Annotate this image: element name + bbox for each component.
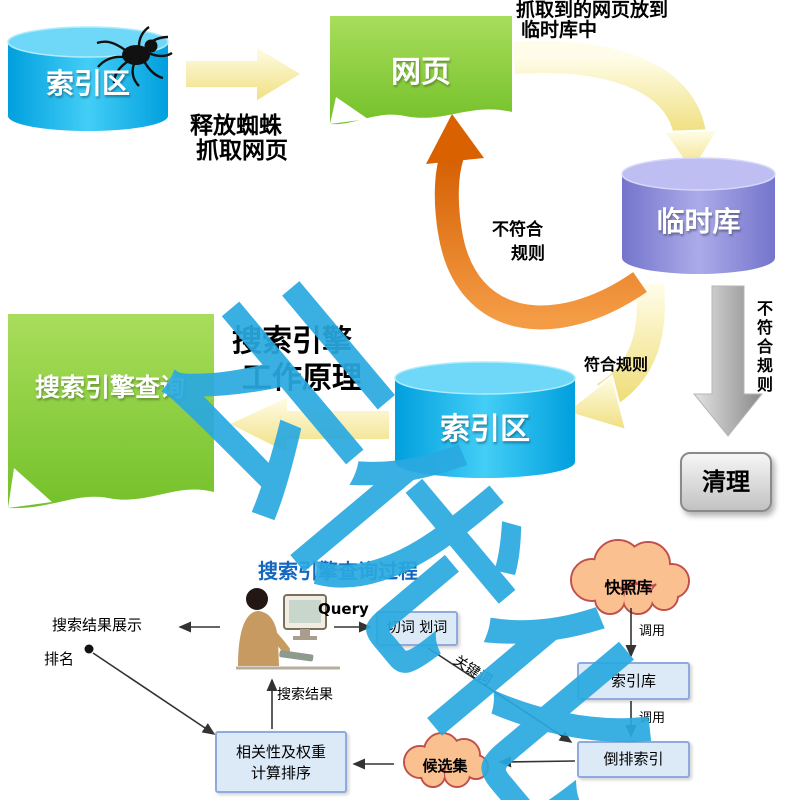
snapshot-db-label: 快照库 <box>604 578 653 597</box>
diagram-title-line2: 工作原理 <box>242 361 362 396</box>
query-flow-heading: 搜索引擎查询过程 <box>258 559 418 583</box>
inverted-index-label: 倒排索引 <box>603 750 664 768</box>
ranking-label-line1: 相关性及权重 <box>235 743 326 761</box>
no-match-rule-label: 不符合规则 <box>754 300 773 395</box>
index-area2-label: 索引区 <box>440 412 530 447</box>
arrow-recrawl-loop <box>426 114 647 330</box>
candidate-cloud <box>403 732 489 788</box>
diagram-title-line1: 搜索引擎 <box>232 324 352 359</box>
arrow-spider-to-webpage <box>184 44 304 104</box>
arrow-indexarea-to-query <box>225 394 391 456</box>
index-store-label: 索引库 <box>610 672 656 690</box>
release-spider-label-line1: 释放蜘蛛 <box>190 113 282 139</box>
index-db2-cylinder <box>394 361 576 478</box>
index-db-cylinder <box>7 26 169 131</box>
fetch-note-line2: 临时库中 <box>521 19 598 41</box>
result-display-label: 搜索结果展示 <box>52 616 143 634</box>
search-query-shape-label: 搜索引擎查询 <box>34 373 185 402</box>
segmentation-box: 切词 划词 <box>376 611 458 646</box>
arrow-webpage-to-tempdb <box>512 37 720 174</box>
spider-icon <box>96 26 173 87</box>
temp-db-label: 临时库 <box>656 205 741 238</box>
recrawl-label-line1: 不符合 <box>492 220 543 240</box>
index-store-box: 索引库 <box>577 662 690 700</box>
search-query-shape <box>8 314 214 509</box>
segmentation-label: 切词 划词 <box>386 620 448 636</box>
webpage-label: 网页 <box>391 55 451 90</box>
query-label: Query <box>318 600 369 618</box>
cleanup-label: 清理 <box>702 468 750 496</box>
release-spider-label-line2: 抓取网页 <box>196 138 288 164</box>
fetch-note-line1: 抓取到的网页放到 <box>516 0 669 21</box>
snapshot-cloud <box>570 539 690 615</box>
recrawl-label-line2: 规则 <box>511 244 545 264</box>
ranking-box: 相关性及权重 计算排序 <box>215 731 347 793</box>
call-label-2: 调用 <box>639 711 666 726</box>
arrow-tempdb-to-indexarea <box>563 282 669 432</box>
person-computer-illustration <box>236 588 340 670</box>
webpage-shape <box>330 16 512 125</box>
index-area-label: 索引区 <box>45 67 130 100</box>
temp-db-cylinder <box>621 157 776 274</box>
inverted-index-box: 倒排索引 <box>577 741 690 778</box>
arrow-tempdb-to-cleanup <box>692 285 764 437</box>
callout-dot <box>84 644 94 654</box>
rank-label: 排名 <box>44 650 75 668</box>
search-result-label: 搜索结果 <box>277 687 333 703</box>
candidate-set-label: 候选集 <box>422 757 468 775</box>
call-label-1: 调用 <box>639 624 666 639</box>
flow-connectors <box>92 608 637 770</box>
ranking-label-line2: 计算排序 <box>250 764 311 782</box>
cleanup-box: 清理 <box>680 452 772 512</box>
match-rule-label: 符合规则 <box>584 355 649 374</box>
